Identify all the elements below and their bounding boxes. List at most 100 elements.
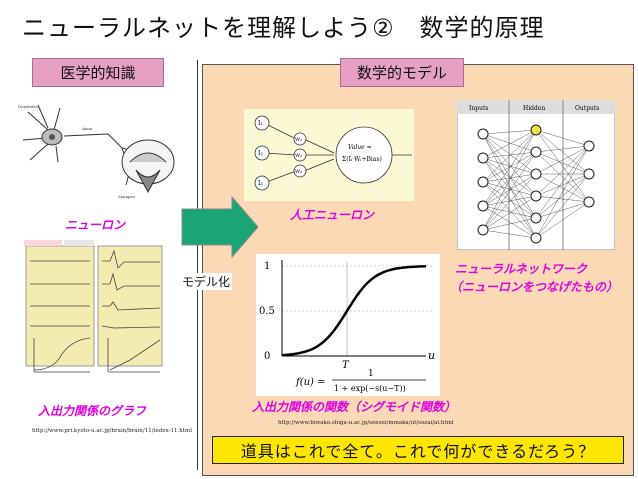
y-tick-0: 0 [264, 351, 270, 362]
source-url-right: http://www.biwako.shiga-u.ac.jp/sensei/m… [278, 420, 454, 426]
nn-node [530, 212, 542, 224]
nn-node [477, 128, 489, 140]
nn-node [583, 168, 595, 180]
nn-connection [482, 205, 537, 219]
nn-connection [535, 145, 590, 219]
nn-connection [535, 129, 590, 203]
y-tick-05: 0.5 [259, 306, 275, 317]
nn-node [477, 152, 489, 164]
nn-node [530, 232, 542, 244]
nn-connection [535, 201, 590, 219]
nn-connection [535, 145, 590, 153]
neuron-label-dendrites: Dendrites [18, 104, 38, 109]
nn-connection [535, 129, 590, 175]
nn-connection [482, 205, 537, 239]
nn-connection [482, 217, 537, 231]
nn-connection [535, 151, 590, 203]
artificial-neuron-diagram: I₁ I₂ I₃ W₁ W₂ W₃ Value = Σ(Iᵢ·Wᵢ+Bias) [244, 109, 414, 201]
nn-connection [482, 151, 537, 183]
medical-knowledge-label: 医学的知識 [32, 58, 164, 87]
nn-connection [482, 157, 537, 197]
neuron-label-axon: Axon [81, 126, 93, 131]
weight-label-2: W₂ [295, 153, 302, 159]
nn-connection [482, 151, 537, 159]
nn-connection [482, 133, 537, 175]
nn-connection [535, 129, 590, 147]
sigmoid-plot: 1 0.5 0 u T f(u) = 1 1 + exp(−s(u−T)) [256, 254, 440, 396]
caption-neural-network-2: （ニューロンをつなげたもの） [450, 280, 619, 294]
weight-label-1: W₁ [295, 137, 302, 143]
nn-connection [482, 195, 537, 231]
modeling-label: モデル化 [180, 273, 233, 290]
source-url-left: http://www.pri.kyoto-u.ac.jp/brain/brain… [32, 428, 192, 434]
input-label-1: I₁ [258, 120, 263, 127]
divider-line [197, 60, 198, 470]
nn-connection [482, 181, 537, 197]
nn-connection [535, 145, 590, 197]
nn-connection [482, 129, 537, 183]
formula-line-2: Σ(Iᵢ·Wᵢ+Bias) [342, 156, 382, 163]
nn-connection [482, 133, 537, 239]
nn-connection [482, 129, 537, 231]
formula-denominator: 1 + exp(−s(u−T)) [334, 384, 406, 393]
nn-node [530, 146, 542, 158]
weight-label-3: W₃ [295, 169, 302, 175]
nn-node [477, 200, 489, 212]
bottom-message: 道具はこれで全て。これで何ができるだろう？ [212, 436, 624, 464]
nn-header-outputs: Outputs [575, 105, 599, 112]
caption-io-graph: 入出力関係のグラフ [38, 404, 147, 418]
nn-connection [482, 173, 537, 231]
formula-numerator: 1 [368, 369, 374, 379]
input-label-3: I₃ [258, 180, 263, 187]
math-model-label: 数学的モデル [340, 58, 464, 87]
nn-connection [482, 229, 537, 239]
model-arrow [180, 195, 260, 259]
nn-connection [482, 133, 537, 197]
nn-header-hidden: Hidden [523, 105, 545, 112]
nn-connection [482, 157, 537, 219]
nn-connection [535, 173, 590, 197]
nn-connection [482, 133, 537, 219]
formula-line-1: Value = [348, 144, 372, 151]
nn-connection [535, 145, 590, 239]
nn-connection [482, 151, 537, 207]
nn-connection [535, 201, 590, 239]
nn-node [477, 176, 489, 188]
nn-connection [482, 151, 537, 231]
nn-connection [482, 129, 537, 135]
nn-connection [482, 157, 537, 239]
nn-connection [482, 181, 537, 219]
y-tick-1: 1 [264, 261, 270, 272]
nn-node [530, 190, 542, 202]
nn-connection [535, 151, 590, 175]
nn-connection [535, 173, 590, 203]
nn-node [583, 196, 595, 208]
neuron-label-synapse: Synapse [118, 194, 136, 199]
caption-neuron: ニューロン [65, 218, 126, 232]
nn-node [530, 124, 542, 136]
nn-connection [482, 129, 537, 207]
nn-connection [482, 195, 537, 207]
nn-node [530, 168, 542, 180]
input-label-2: I₂ [258, 150, 263, 157]
io-graph-illustration [20, 236, 168, 384]
nn-connection [482, 173, 537, 183]
neuron-illustration: Dendrites Axon Synapse [18, 100, 188, 210]
neural-network-diagram: Inputs Hidden Outputs [456, 99, 616, 251]
nn-connection [535, 173, 590, 219]
x-axis-label: u [428, 349, 435, 362]
nn-header-inputs: Inputs [469, 105, 488, 112]
nn-connection [535, 173, 590, 239]
formula-lhs: f(u) = [295, 377, 326, 388]
nn-node [583, 140, 595, 152]
caption-sigmoid: 入出力関係の関数（シグモイド関数） [252, 400, 457, 414]
nn-connection [535, 145, 590, 175]
nn-connection [482, 129, 537, 159]
nn-node [477, 224, 489, 236]
nn-connection [482, 181, 537, 239]
page-title: ニューラルネットを理解しよう② 数学的原理 [22, 14, 545, 42]
caption-artificial-neuron: 人工ニューロン [290, 208, 375, 222]
threshold-label: T [342, 360, 350, 371]
nn-connection [482, 133, 537, 153]
nn-connection [482, 157, 537, 175]
